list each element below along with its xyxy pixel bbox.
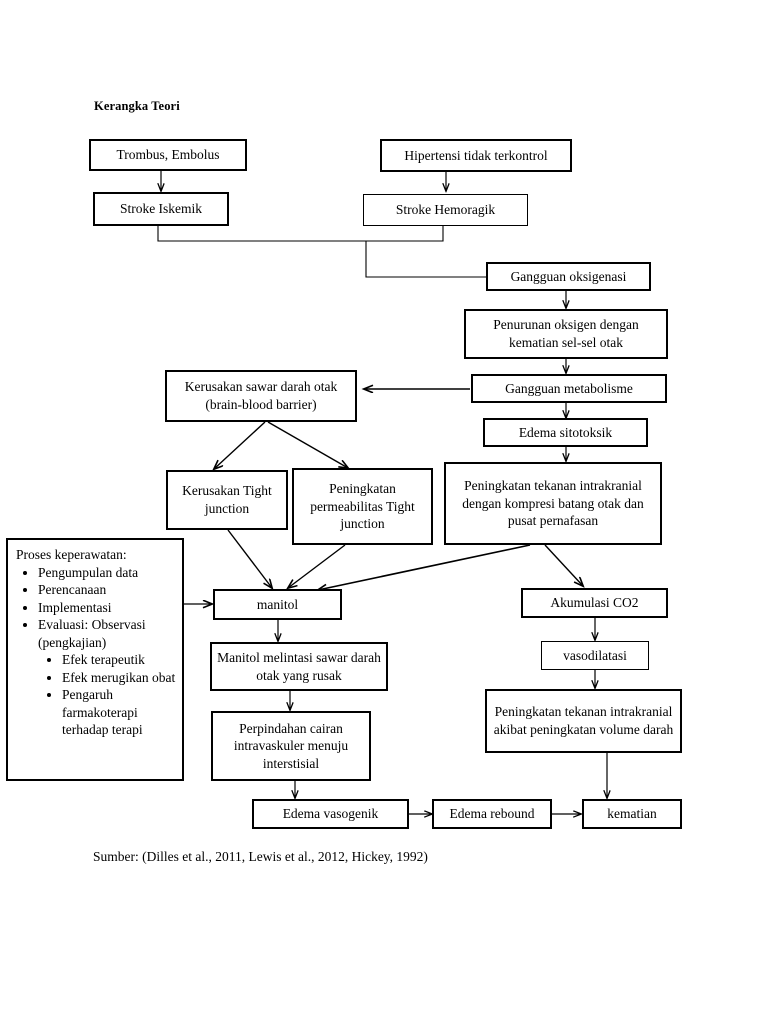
list-item: Evaluasi: Observasi (pengkajian) Efek te…: [38, 616, 176, 739]
node-trombus-embolus: Trombus, Embolus: [89, 139, 247, 171]
edge-kerusakan-tight-to-manitol: [227, 529, 272, 588]
list-item: Perencanaan: [38, 581, 176, 599]
node-stroke-iskemik: Stroke Iskemik: [93, 192, 229, 226]
node-gangguan-oksigenasi: Gangguan oksigenasi: [486, 262, 651, 291]
edge-permeabilitas-to-manitol: [288, 544, 346, 588]
edge-sawar-to-kerusakan-tight: [214, 421, 266, 469]
node-proses-keperawatan: Proses keperawatan: Pengumpulan data Per…: [6, 538, 184, 781]
list-item: Pengaruh farmakoterapi terhadap terapi: [62, 686, 176, 739]
list-item-label: Evaluasi: Observasi (pengkajian): [38, 617, 146, 650]
node-peningkatan-permeabilitas: Peningkatan permeabilitas Tight junction: [292, 468, 433, 545]
node-kerusakan-tight-junction: Kerusakan Tight junction: [166, 470, 288, 530]
node-edema-rebound: Edema rebound: [432, 799, 552, 829]
page-title: Kerangka Teori: [94, 99, 180, 113]
list-item: Efek terapeutik: [62, 651, 176, 669]
list-item: Implementasi: [38, 599, 176, 617]
node-akumulasi-co2: Akumulasi CO2: [521, 588, 668, 618]
node-manitol-melintasi-sawar: Manitol melintasi sawar darah otak yang …: [210, 642, 388, 691]
edge-merge-bus: [157, 226, 444, 242]
list-item: Pengumpulan data: [38, 564, 176, 582]
node-peningkatan-tik-kompresi: Peningkatan tekanan intrakranial dengan …: [444, 462, 662, 545]
proses-keperawatan-list: Pengumpulan data Perencanaan Implementas…: [16, 564, 176, 739]
node-hipertensi-tidak-terkontrol: Hipertensi tidak terkontrol: [380, 139, 572, 172]
node-perpindahan-cairan: Perpindahan cairan intravaskuler menuju …: [211, 711, 371, 781]
source-caption: Sumber: (Dilles et al., 2011, Lewis et a…: [93, 849, 428, 864]
node-edema-sitotoksik: Edema sitotoksik: [483, 418, 648, 447]
edge-bus-to-oksigenasi: [365, 241, 486, 278]
edge-tik-to-manitol: [318, 544, 531, 590]
node-edema-vasogenik: Edema vasogenik: [252, 799, 409, 829]
node-stroke-hemoragik: Stroke Hemoragik: [363, 194, 528, 226]
edge-sawar-to-permeabilitas: [267, 421, 348, 468]
node-penurunan-oksigen: Penurunan oksigen dengan kematian sel-se…: [464, 309, 668, 359]
list-item: Efek merugikan obat: [62, 669, 176, 687]
proses-keperawatan-sublist: Efek terapeutik Efek merugikan obat Peng…: [38, 651, 176, 739]
proses-keperawatan-lead: Proses keperawatan:: [16, 547, 127, 562]
node-vasodilatasi: vasodilatasi: [541, 641, 649, 670]
node-kematian: kematian: [582, 799, 682, 829]
node-gangguan-metabolisme: Gangguan metabolisme: [471, 374, 667, 403]
edge-tik-to-akumulasi: [544, 544, 583, 586]
node-peningkatan-tik-volume: Peningkatan tekanan intrakranial akibat …: [485, 689, 682, 753]
node-manitol: manitol: [213, 589, 342, 620]
node-kerusakan-sawar-darah-otak: Kerusakan sawar darah otak (brain-blood …: [165, 370, 357, 422]
